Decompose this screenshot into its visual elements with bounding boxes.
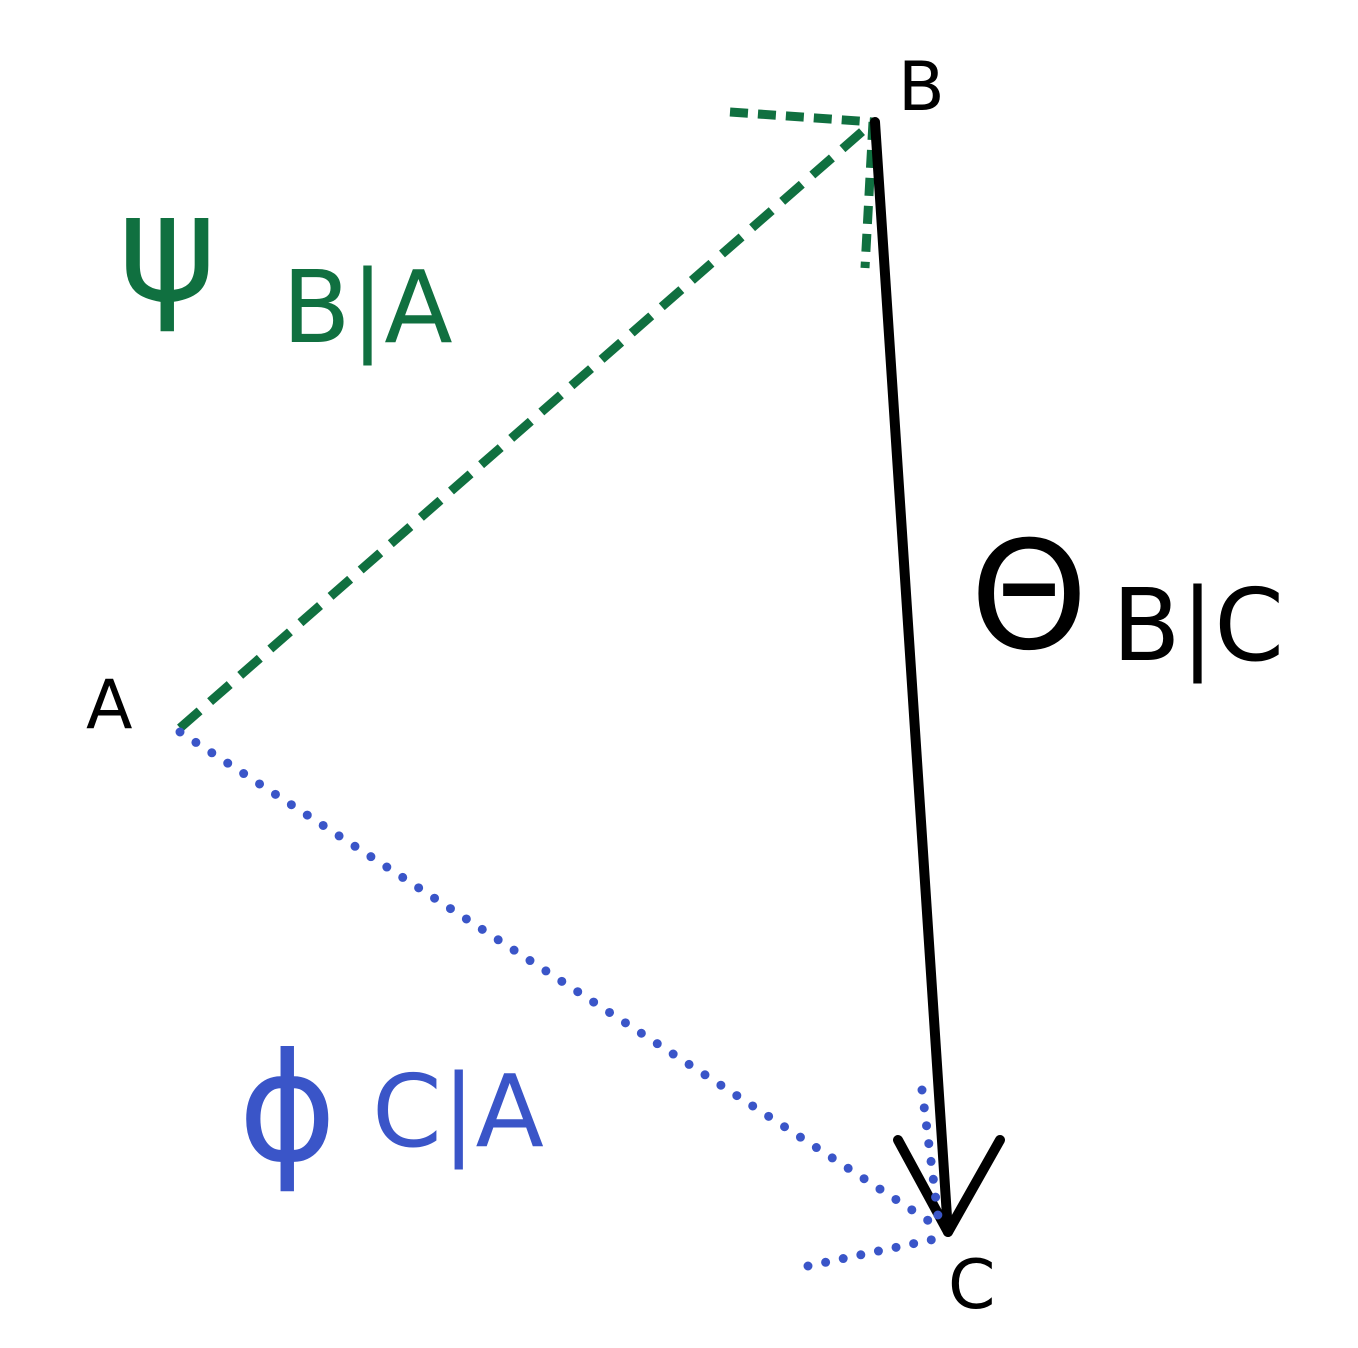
phi-symbol: ϕ xyxy=(238,1022,337,1196)
point-label-a: A xyxy=(86,666,133,745)
phi-edge-a-to-c xyxy=(175,727,940,1230)
psi-marker-tick-horizontal xyxy=(729,107,874,127)
phi-marker-tick-vertical xyxy=(917,1085,945,1237)
psi-subscript: B|A xyxy=(282,249,453,366)
theta-edge-group xyxy=(870,117,1005,1237)
point-label-c: C xyxy=(948,1246,995,1325)
phi-subscript: C|A xyxy=(372,1053,544,1170)
theta-symbol: Θ xyxy=(970,510,1088,684)
phi-edge-group xyxy=(175,727,945,1271)
psi-symbol: ψ xyxy=(118,162,217,336)
theta-subscript: B|C xyxy=(1112,567,1284,684)
psi-edge-group xyxy=(177,107,878,732)
psi-marker-tick-vertical xyxy=(860,121,878,269)
psi-label: ψ B|A xyxy=(118,162,453,366)
psi-edge-a-to-b xyxy=(177,118,876,732)
point-label-b: B xyxy=(898,48,945,127)
theta-arrowhead xyxy=(893,1135,1005,1237)
phi-label: ϕ C|A xyxy=(238,1022,544,1196)
theta-edge-b-to-c xyxy=(870,117,953,1237)
phi-marker-tick-horizontal xyxy=(803,1233,945,1271)
theta-label: Θ B|C xyxy=(970,510,1284,684)
